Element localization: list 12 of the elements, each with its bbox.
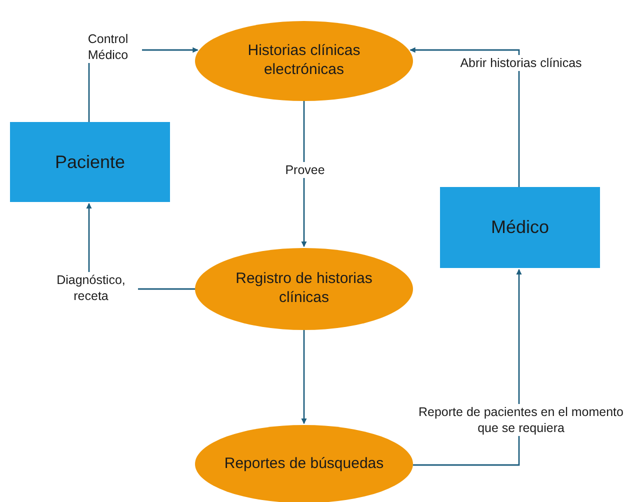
entity-box <box>10 122 170 202</box>
arrow <box>410 47 520 187</box>
arrow <box>412 268 522 466</box>
arrow <box>301 101 307 248</box>
entity-box <box>440 187 600 268</box>
node-label: Historias clínicas electrónicas <box>246 42 362 80</box>
edge-label: Reporte de pacientes en el momento que se requiera <box>416 404 626 436</box>
node-label: Reportes de búsquedas <box>224 454 384 474</box>
node-label: Médico <box>490 216 550 239</box>
node-label: Paciente <box>54 150 126 174</box>
node-label: Registro de historias clínicas <box>234 270 374 308</box>
arrow <box>301 330 307 424</box>
